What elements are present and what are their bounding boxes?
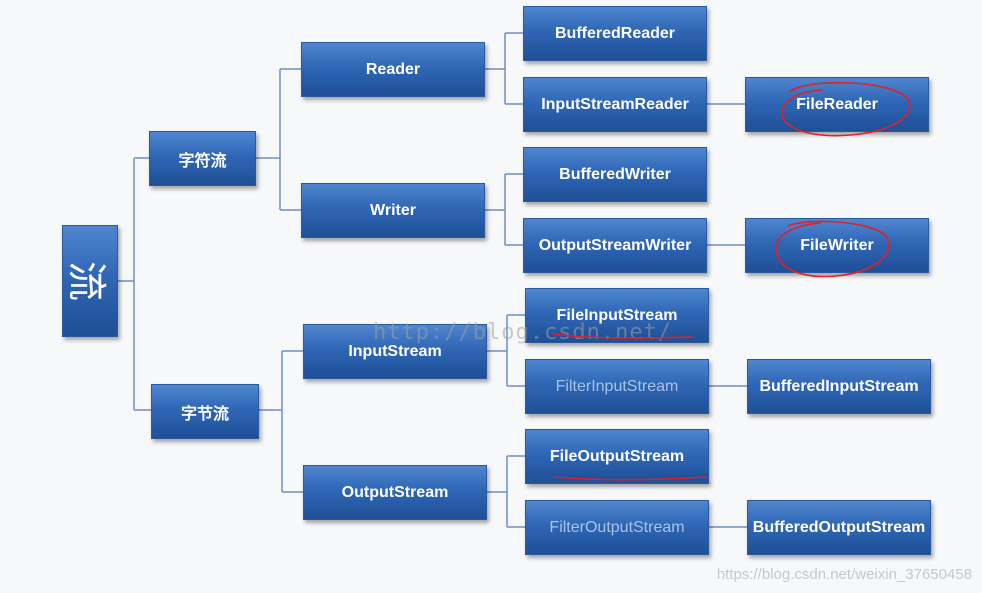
connector-root <box>118 157 151 411</box>
node-filewriter: FileWriter <box>745 218 929 273</box>
root-label: 流 <box>63 261 109 301</box>
node-reader: Reader <box>301 42 485 97</box>
connector-reader <box>485 32 523 105</box>
watermark-middle: http://blog.csdn.net/ <box>373 320 673 345</box>
connector-char <box>256 68 301 211</box>
node-writer: Writer <box>301 183 485 238</box>
connector-byte <box>259 350 303 493</box>
node-bufferedoutputstream: BufferedOutputStream <box>747 500 931 555</box>
node-outputstreamwriter: OutputStreamWriter <box>523 218 707 273</box>
connector-inputstream <box>487 314 525 387</box>
connector-outputstream <box>487 455 525 528</box>
node-bufferedinputstream: BufferedInputStream <box>747 359 931 414</box>
node-outputstream: OutputStream <box>303 465 487 520</box>
watermark-corner: https://blog.csdn.net/weixin_37650458 <box>716 566 972 583</box>
node-filterinputstream: FilterInputStream <box>525 359 709 414</box>
node-byte-stream: 字节流 <box>151 384 259 439</box>
node-char-stream: 字符流 <box>149 131 256 186</box>
node-filteroutputstream: FilterOutputStream <box>525 500 709 555</box>
node-fileoutputstream: FileOutputStream <box>525 429 709 484</box>
node-inputstreamreader: InputStreamReader <box>523 77 707 132</box>
node-inputstream: InputStream <box>303 324 487 379</box>
node-root: 流 <box>62 225 118 337</box>
node-bufferedreader: BufferedReader <box>523 6 707 61</box>
node-bufferedwriter: BufferedWriter <box>523 147 707 202</box>
node-filereader: FileReader <box>745 77 929 132</box>
connector-writer <box>485 173 523 246</box>
